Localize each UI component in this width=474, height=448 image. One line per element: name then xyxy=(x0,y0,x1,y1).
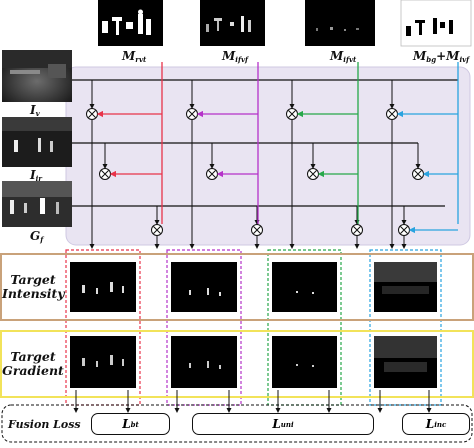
target-highlight xyxy=(219,292,221,296)
fusion-loss-label: Fusion Loss xyxy=(8,418,81,431)
target-intensity-image xyxy=(70,262,136,312)
background-detail xyxy=(384,362,427,372)
target-highlight xyxy=(82,358,85,366)
target-highlight xyxy=(312,365,314,367)
multiply-glyph xyxy=(88,110,96,118)
intensity-row-frame xyxy=(0,253,474,321)
multiply-glyph xyxy=(288,110,296,118)
target-highlight xyxy=(296,364,298,366)
target-highlight xyxy=(219,365,221,369)
mask-ifvf-image xyxy=(200,0,265,46)
multiply-glyph xyxy=(153,226,161,234)
target-highlight xyxy=(189,363,191,368)
input-gf-label: Gf xyxy=(30,229,44,244)
target-highlight xyxy=(110,355,113,365)
target-column-frame xyxy=(369,249,442,406)
target-highlight xyxy=(122,359,124,366)
loss-connector-lines xyxy=(73,390,432,413)
target-highlight xyxy=(82,285,85,293)
background-detail xyxy=(382,286,429,294)
mask-ifvf-label: Mifvf xyxy=(222,49,249,64)
mask-ifvt-label: Mifvt xyxy=(330,49,357,64)
target-gradient-image xyxy=(70,336,136,388)
target-highlight xyxy=(96,288,98,294)
mask-bg-ivf-image xyxy=(400,0,472,47)
mask-rvt-label: Mrvt xyxy=(122,49,147,64)
processing-panel xyxy=(65,66,471,246)
multiply-glyph xyxy=(101,170,109,178)
mask-rvt-image xyxy=(98,0,163,46)
target-column-frame xyxy=(267,249,342,406)
multiply-glyph xyxy=(188,110,196,118)
target-highlight xyxy=(312,292,314,294)
mask-bg-ivf-label: Mbg+Mivf xyxy=(413,49,470,64)
target-gradient-image xyxy=(272,336,337,388)
target-gradient-image xyxy=(171,336,237,388)
target-highlight xyxy=(110,282,113,292)
target-columns xyxy=(65,249,442,406)
mask-lines xyxy=(96,62,459,234)
target-highlight xyxy=(122,286,124,293)
background-detail xyxy=(374,262,437,282)
input-iir-label: Iir xyxy=(30,168,42,183)
multiply-glyph xyxy=(253,226,261,234)
input-fused-gradient-image xyxy=(2,181,72,227)
target-highlight xyxy=(96,361,98,367)
target-highlight xyxy=(296,291,298,293)
input-visible-image xyxy=(2,50,72,102)
multiply-glyph xyxy=(309,170,317,178)
multiply-nodes xyxy=(86,80,424,249)
target-intensity-image xyxy=(272,262,337,312)
multiply-glyph xyxy=(353,226,361,234)
target-highlight xyxy=(207,288,209,295)
target-highlight xyxy=(189,290,191,295)
fusion-loss-frame xyxy=(1,404,473,443)
mask-ifvt-image xyxy=(305,0,375,46)
gradient-row-frame xyxy=(0,330,474,398)
multiply-glyph xyxy=(208,170,216,178)
multiply-glyph xyxy=(400,226,408,234)
input-infrared-image xyxy=(2,117,72,167)
multiply-glyph xyxy=(388,110,396,118)
multiply-glyph xyxy=(414,170,422,178)
target-highlight xyxy=(207,361,209,368)
background-detail xyxy=(374,336,437,358)
input-iv-label: Iv xyxy=(30,103,40,118)
target-intensity-image xyxy=(171,262,237,312)
